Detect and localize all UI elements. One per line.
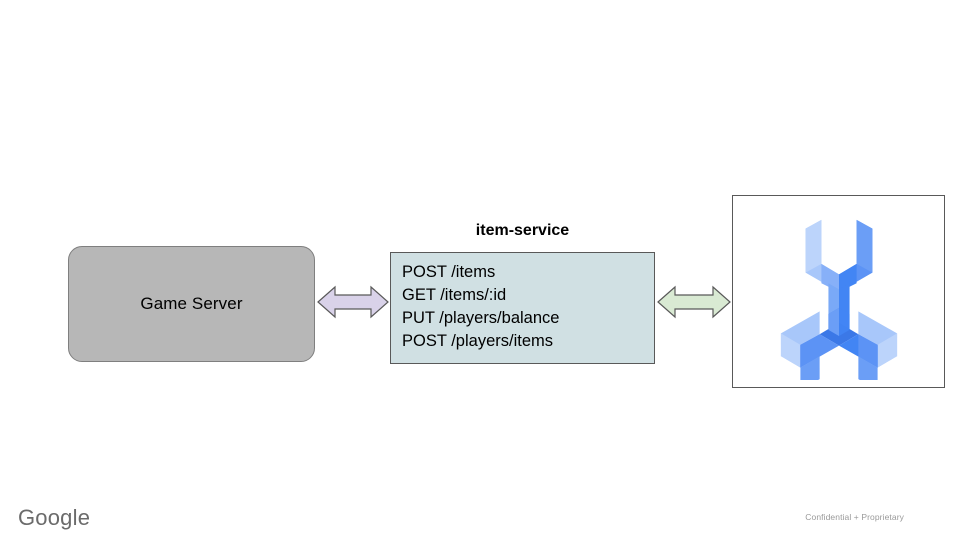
double-headed-arrow-icon [657, 285, 731, 319]
agones-logo-frame [732, 195, 945, 388]
endpoint-row: GET /items/:id [402, 286, 507, 304]
confidentiality-note: Confidential + Proprietary [805, 512, 904, 522]
item-service-node: POST /items GET /items/:id PUT /players/… [390, 252, 655, 364]
connector-game-server-to-item-service [317, 285, 389, 319]
game-server-label: Game Server [140, 294, 243, 313]
connector-item-service-to-agones [657, 285, 731, 319]
endpoint-row: PUT /players/balance [402, 309, 560, 327]
google-wordmark: Google [18, 505, 91, 530]
game-server-node: Game Server [68, 246, 315, 362]
endpoint-row: POST /items [402, 263, 496, 281]
agones-wrench-logo-icon [780, 219, 897, 380]
item-service-title: item-service [475, 222, 570, 239]
double-headed-arrow-icon [317, 285, 389, 319]
endpoint-row: POST /players/items [402, 332, 553, 350]
